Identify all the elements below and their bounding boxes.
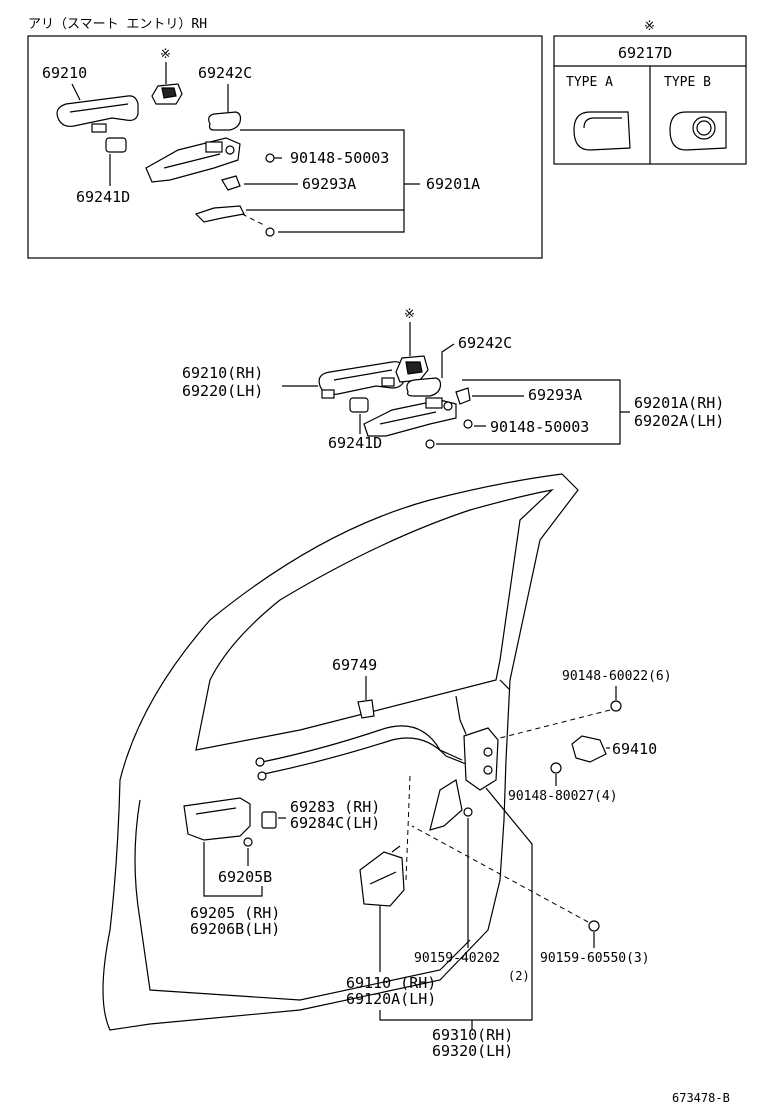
- label-69310rh: 69310(RH): [432, 1026, 513, 1044]
- bracket-69310: [379, 787, 533, 1030]
- screw2-part-s2: [425, 439, 435, 449]
- frame-part-s1: [145, 137, 241, 183]
- cover-69242c-part: [208, 111, 242, 131]
- pad-part-s2: [349, 397, 369, 413]
- dash-screw-bottom: [411, 825, 589, 923]
- pad-69241d-part: [105, 137, 127, 153]
- label-69205b: 69205B: [218, 868, 272, 886]
- asterisk-s2: ※: [404, 307, 415, 322]
- cables: [255, 725, 467, 781]
- figure-number: 673478-B: [672, 1091, 730, 1105]
- label-69749: 69749: [332, 656, 377, 674]
- screw-part-s2: [463, 419, 473, 429]
- lock-assembly-part: [429, 695, 499, 831]
- label-69120alh: 69120A(LH): [346, 990, 436, 1008]
- pad-small-part-s1: [221, 175, 241, 191]
- label-69110rh: 69110 (RH): [346, 974, 436, 992]
- dash-screw-top: [499, 709, 611, 739]
- label-69320lh: 69320(LH): [432, 1042, 513, 1060]
- label-69241d-s2: 69241D: [328, 434, 382, 452]
- cover-part-s2: [406, 377, 442, 397]
- screw-90159-60550-part: [588, 920, 600, 932]
- type-b-label: TYPE B: [664, 75, 711, 90]
- label-69205rh: 69205 (RH): [190, 904, 280, 922]
- label-69410: 69410: [612, 740, 657, 758]
- label-90159-40202: 90159-40202: [414, 951, 500, 966]
- label-69241d-s1: 69241D: [76, 188, 130, 206]
- dash-lock-rod: [405, 775, 411, 881]
- outer-handle-part: [56, 95, 139, 133]
- label-69220lh-s2: 69220(LH): [182, 382, 263, 400]
- label-69293a-s2: 69293A: [528, 386, 582, 404]
- label-90148-80027: 90148-80027(4): [508, 789, 618, 804]
- label-69206blh: 69206B(LH): [190, 920, 280, 938]
- frame-part-s2: [363, 397, 457, 437]
- label-69283rh: 69283 (RH): [290, 798, 380, 816]
- leader-69242c-s2: [441, 343, 455, 378]
- leader-69205: [203, 842, 263, 897]
- screw2-part-s1: [265, 227, 275, 237]
- label-69201a-s1: 69201A: [426, 175, 480, 193]
- label-90148-50003-s1: 90148-50003: [290, 149, 389, 167]
- leader-69210: [71, 83, 81, 101]
- type-a-label: TYPE A: [566, 75, 613, 90]
- type-a-icon: [573, 111, 631, 151]
- key-cover-part-s2: [395, 355, 429, 383]
- outer-handle-part-s2: [318, 361, 405, 399]
- section1-box: [27, 35, 543, 259]
- label-69201arh-s2: 69201A(RH): [634, 394, 724, 412]
- striker-69410-part: [571, 735, 607, 763]
- label-69210rh-s2: 69210(RH): [182, 364, 263, 382]
- screw-part-s1: [265, 153, 282, 163]
- label-90159-60550: 90159-60550(3): [540, 951, 650, 966]
- screw-90148-60022-part: [610, 700, 622, 712]
- type-box-part: 69217D: [618, 44, 672, 62]
- label-69293a-s1: 69293A: [302, 175, 356, 193]
- key-cover-part: [151, 83, 183, 105]
- section1-header: アリ（スマート エントリ）RH: [28, 17, 207, 32]
- bracket-69201a-s1: [240, 129, 420, 233]
- bracket-69201a-s2: [436, 379, 630, 445]
- bracket-part-s1: [194, 205, 245, 223]
- motor-part: [359, 845, 405, 907]
- label-69242c-s1: 69242C: [198, 64, 252, 82]
- inner-handle-part: [183, 797, 251, 841]
- asterisk-s1: ※: [160, 47, 171, 62]
- pad-small-part-s2: [455, 387, 471, 405]
- screw-69205b-part: [243, 837, 253, 847]
- label-90148-50003-s2: 90148-50003: [490, 418, 589, 436]
- label-90148-60022: 90148-60022(6): [562, 669, 672, 684]
- label-90159-40202-qty: (2): [508, 969, 530, 983]
- label-69242c-s2: 69242C: [458, 334, 512, 352]
- screw-90148-80027-part: [550, 762, 562, 774]
- label-69284clh: 69284C(LH): [290, 814, 380, 832]
- label-69210-s1: 69210: [42, 64, 87, 82]
- inner-pad-part: [261, 811, 277, 829]
- type-b-icon: [669, 111, 727, 151]
- screw-90159-40202-part: [463, 807, 473, 817]
- label-69202alh-s2: 69202A(LH): [634, 412, 724, 430]
- door-outline: [102, 473, 579, 1031]
- asterisk-typebox: ※: [644, 19, 655, 34]
- clip-69749-part: [357, 699, 375, 719]
- dash-s1: [241, 213, 267, 227]
